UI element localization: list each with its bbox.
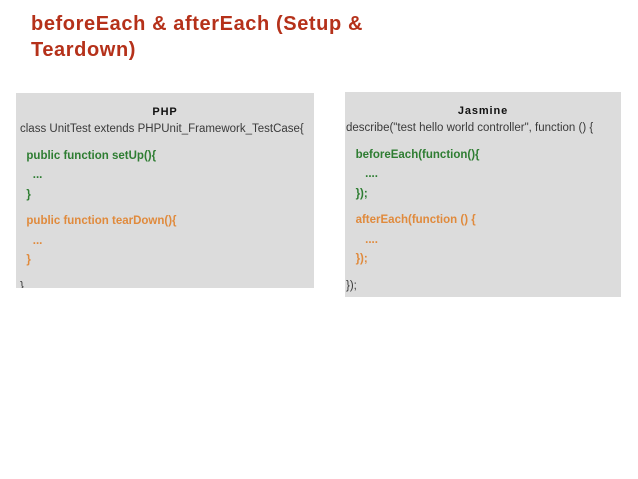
code-spacer — [16, 271, 314, 278]
code-spacer — [345, 204, 621, 211]
code-line: }); — [346, 187, 368, 200]
code-line: public function tearDown(){ — [20, 215, 177, 227]
code-spacer — [16, 140, 314, 147]
code-line: public function setUp(){ — [20, 149, 157, 162]
code-line: beforeEach(function(){ — [346, 148, 480, 161]
code-line: }); — [346, 279, 357, 292]
code-line: } — [20, 188, 31, 201]
code-line: } — [20, 254, 31, 266]
code-line: ... — [20, 234, 43, 247]
code-spacer — [345, 270, 621, 277]
code-line: class UnitTest extends PHPUnit_Framework… — [20, 123, 304, 135]
code-line: } — [20, 280, 24, 289]
code-spacer — [16, 205, 314, 212]
code-panel-jasmine-body: describe("test hello world controller", … — [345, 119, 621, 296]
code-panel-php-heading: PHP — [152, 106, 178, 118]
code-panel-php-body: class UnitTest extends PHPUnit_Framework… — [16, 120, 314, 288]
code-panel-jasmine-heading: Jasmine — [457, 105, 509, 117]
code-panel-php: PHP class UnitTest extends PHPUnit_Frame… — [16, 93, 314, 288]
code-line: .... — [346, 168, 378, 180]
code-line: afterEach(function () { — [346, 214, 476, 226]
code-spacer — [345, 139, 621, 146]
slide-title: beforeEach & afterEach (Setup & Teardown… — [31, 13, 364, 61]
code-panel-jasmine: Jasmine describe("test hello world contr… — [345, 92, 621, 297]
code-line: describe("test hello world controller", … — [346, 122, 594, 134]
code-line: .... — [346, 233, 378, 246]
code-line: ... — [20, 169, 43, 181]
code-line: }); — [346, 253, 368, 265]
